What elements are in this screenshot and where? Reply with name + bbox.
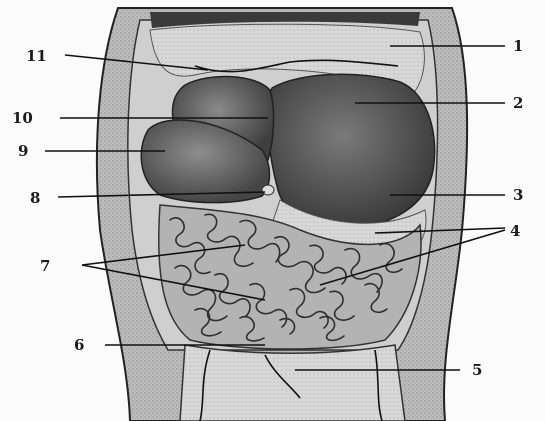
label-3: 3 [513, 186, 523, 204]
label-4: 4 [510, 222, 520, 240]
label-9: 9 [18, 142, 28, 160]
label-2: 2 [513, 94, 523, 112]
junction-node [262, 185, 274, 195]
label-6: 6 [74, 336, 84, 354]
label-7: 7 [40, 257, 50, 275]
label-5: 5 [472, 361, 482, 379]
label-8: 8 [30, 189, 40, 207]
label-1: 1 [513, 37, 523, 55]
label-10: 10 [12, 109, 33, 127]
lower-region [180, 345, 405, 421]
label-11: 11 [26, 47, 47, 65]
large-organ [267, 74, 434, 228]
